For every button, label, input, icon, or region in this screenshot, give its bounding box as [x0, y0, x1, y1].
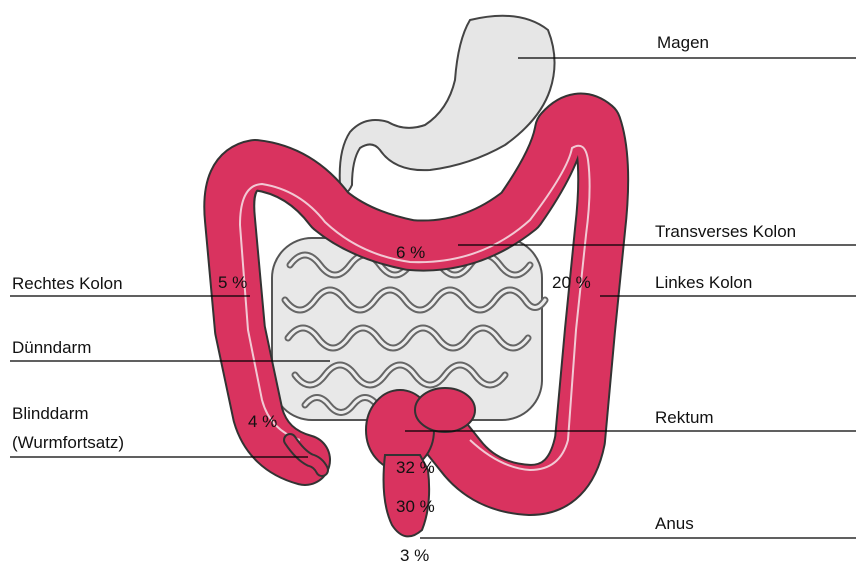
pct-anus: 3 %: [400, 546, 429, 566]
pct-rechtes-kolon: 5 %: [218, 273, 247, 293]
pct-linkes-kolon: 20 %: [552, 273, 591, 293]
label-rektum: Rektum: [655, 408, 714, 428]
pct-rektum-lower: 30 %: [396, 497, 435, 517]
pct-rektum-upper: 32 %: [396, 458, 435, 478]
label-blinddarm: Blinddarm: [12, 404, 89, 424]
label-magen: Magen: [657, 33, 709, 53]
pct-blinddarm: 4 %: [248, 412, 277, 432]
label-duenndarm: Dünndarm: [12, 338, 91, 358]
label-anus: Anus: [655, 514, 694, 534]
label-wurmfortsatz: (Wurmfortsatz): [12, 433, 124, 453]
label-transverses-kolon: Transverses Kolon: [655, 222, 796, 242]
pct-transverses-kolon: 6 %: [396, 243, 425, 263]
label-linkes-kolon: Linkes Kolon: [655, 273, 752, 293]
label-rechtes-kolon: Rechtes Kolon: [12, 274, 123, 294]
